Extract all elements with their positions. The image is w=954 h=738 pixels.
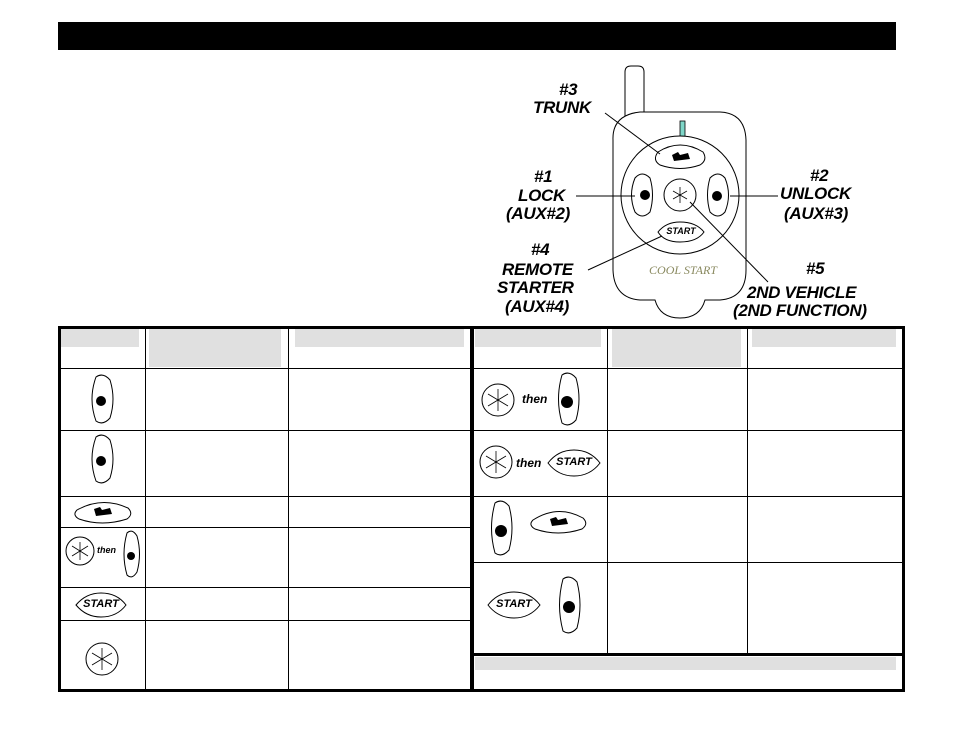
label-starter-remote: REMOTE bbox=[502, 260, 573, 279]
led-indicator bbox=[679, 120, 686, 138]
then-text: then bbox=[516, 456, 542, 470]
label-unlock-aux: (AUX#3) bbox=[784, 204, 849, 223]
trunk-button-icon bbox=[530, 511, 587, 534]
label-unlock-number: #2 bbox=[810, 166, 829, 185]
right-header-col3 bbox=[752, 329, 896, 347]
lock-button-icon bbox=[558, 372, 580, 426]
label-lock: LOCK bbox=[518, 186, 565, 205]
lock-button-icon bbox=[559, 576, 581, 634]
right-table-note-bar bbox=[475, 657, 896, 670]
then-text: then bbox=[97, 545, 116, 555]
start-button-text: START bbox=[496, 598, 532, 610]
star-button-icon bbox=[85, 642, 119, 676]
then-text: then bbox=[522, 392, 548, 406]
lock-button-icon bbox=[123, 530, 140, 578]
star-button-icon bbox=[481, 383, 515, 417]
start-button-icon bbox=[487, 591, 541, 619]
label-starter-aux: (AUX#4) bbox=[505, 297, 570, 316]
start-button-text: START bbox=[83, 598, 119, 610]
start-button-icon bbox=[75, 592, 127, 618]
label-starter: STARTER bbox=[497, 278, 574, 297]
label-trunk-number: #3 bbox=[559, 80, 578, 99]
start-button-icon bbox=[547, 449, 601, 477]
left-header-col1 bbox=[61, 329, 139, 347]
header-bar bbox=[58, 22, 896, 50]
label-unlock: UNLOCK bbox=[780, 184, 851, 203]
label-trunk: TRUNK bbox=[533, 98, 591, 117]
star-button-icon bbox=[65, 536, 95, 566]
lock-button-icon bbox=[91, 374, 114, 424]
trunk-button-icon bbox=[74, 502, 132, 524]
label-second-number: #5 bbox=[806, 259, 825, 278]
right-header-col1 bbox=[475, 329, 601, 347]
unlock-button-icon bbox=[91, 434, 114, 484]
left-header-col2 bbox=[149, 329, 281, 367]
right-button-table bbox=[470, 326, 905, 692]
start-button-text: START bbox=[556, 456, 592, 468]
left-header-col3 bbox=[295, 329, 464, 347]
star-button-icon bbox=[479, 445, 513, 479]
label-second-vehicle: 2ND VEHICLE bbox=[747, 283, 857, 302]
label-starter-number: #4 bbox=[531, 240, 550, 259]
brand-logo: COOL START bbox=[649, 263, 717, 277]
right-header-col2 bbox=[612, 329, 741, 367]
label-second-function: (2ND FUNCTION) bbox=[733, 301, 867, 320]
label-lock-number: #1 bbox=[534, 167, 553, 186]
lock-button-icon bbox=[491, 500, 513, 556]
fob-start-text: START bbox=[666, 226, 696, 236]
label-lock-aux: (AUX#2) bbox=[506, 204, 571, 223]
